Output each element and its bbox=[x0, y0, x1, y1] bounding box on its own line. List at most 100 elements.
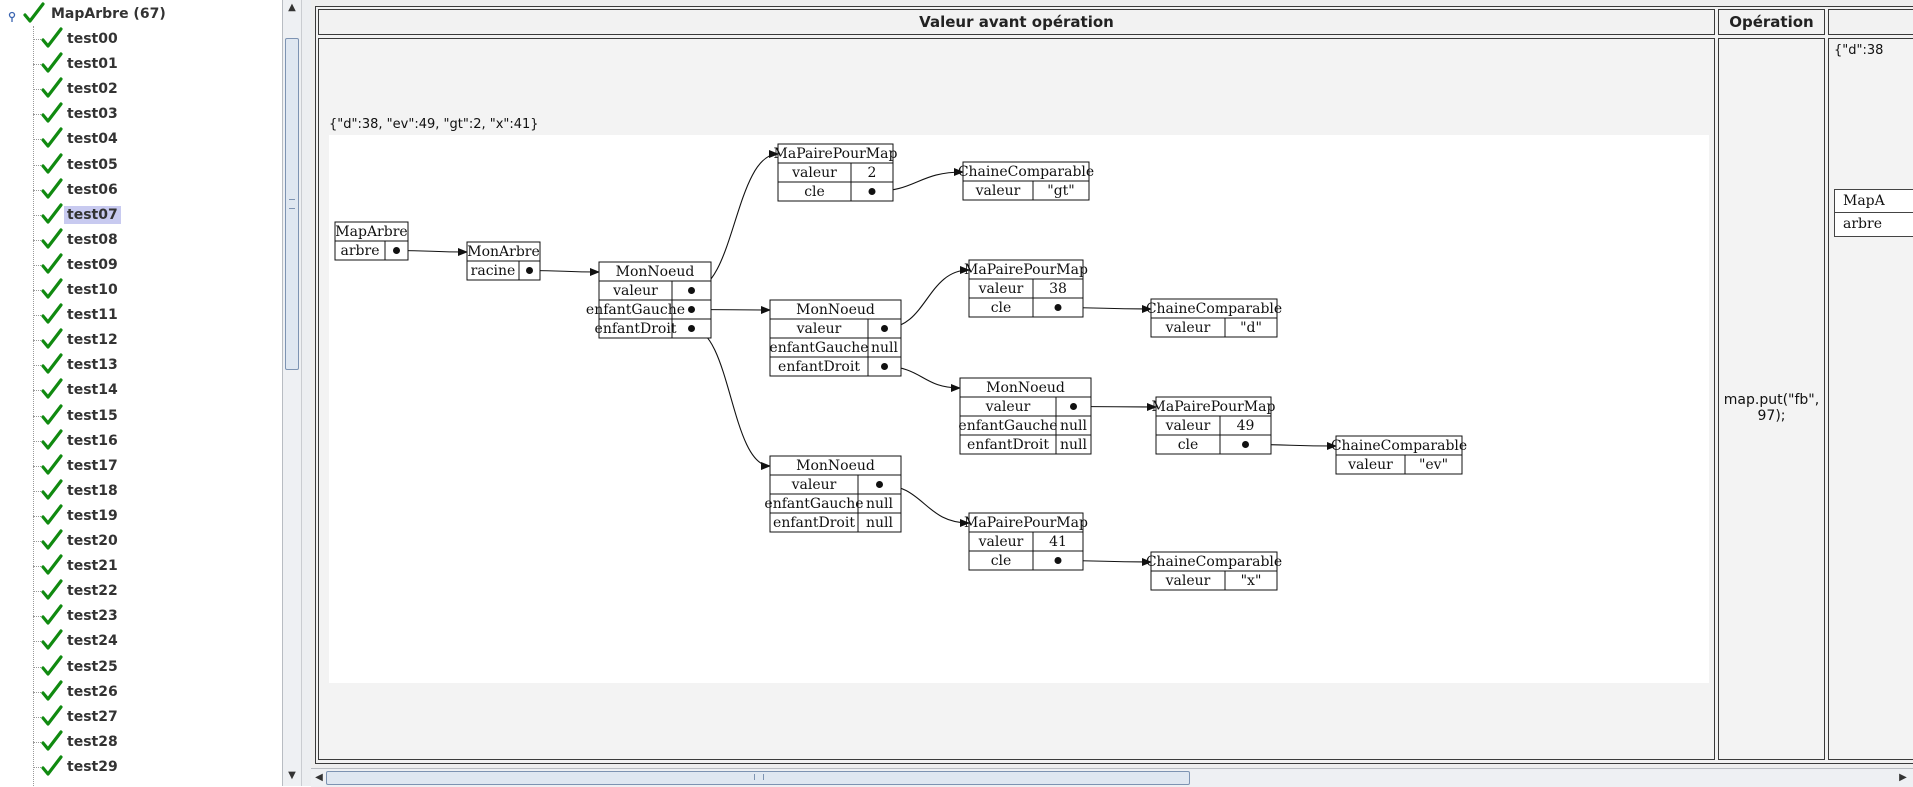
node-title: ChaineComparable bbox=[1331, 438, 1467, 454]
tree-item-label: test14 bbox=[67, 382, 118, 399]
tree-vertical-scrollbar[interactable]: ▲ ▼ bbox=[282, 0, 301, 786]
tree-item-test21[interactable]: test21 bbox=[40, 554, 121, 578]
field-value: "d" bbox=[1240, 320, 1262, 336]
horizontal-scrollbar[interactable]: ◀ ▶ bbox=[311, 768, 1913, 787]
tree-item-test24[interactable]: test24 bbox=[40, 629, 121, 653]
header-after[interactable] bbox=[1828, 9, 1913, 35]
tree-guide-line bbox=[33, 741, 41, 743]
tree-item-label: test21 bbox=[67, 558, 118, 575]
tree-item-test15[interactable]: test15 bbox=[40, 403, 121, 428]
tree-item-test18[interactable]: test18 bbox=[40, 479, 121, 503]
check-icon bbox=[40, 730, 64, 754]
tree-guide-line bbox=[33, 214, 41, 216]
tree-item-label: test25 bbox=[67, 658, 118, 675]
header-operation[interactable]: Opération bbox=[1718, 9, 1825, 35]
tree-item-test25[interactable]: test25 bbox=[40, 654, 121, 679]
check-icon bbox=[40, 604, 64, 628]
tree-scroll-thumb[interactable] bbox=[285, 38, 299, 370]
cell-before[interactable]: {"d":38, "ev":49, "gt":2, "x":41} MapArb… bbox=[318, 38, 1715, 760]
tree-item-test06[interactable]: test06 bbox=[40, 177, 121, 202]
node-box bbox=[968, 512, 1084, 571]
after-json-text: {"d":38 bbox=[1834, 43, 1884, 58]
tree-item-test03[interactable]: test03 bbox=[40, 102, 121, 126]
node-title: ChaineComparable bbox=[1146, 301, 1282, 317]
tree-guide-line bbox=[33, 440, 41, 442]
horizontal-scroll-thumb[interactable] bbox=[326, 771, 1190, 785]
node-box bbox=[968, 259, 1084, 318]
check-icon bbox=[40, 705, 64, 729]
tree-item-test10[interactable]: test10 bbox=[40, 278, 121, 302]
tree-item-label: test27 bbox=[67, 708, 118, 725]
tree-guide-line bbox=[33, 264, 41, 266]
scroll-up-icon[interactable]: ▲ bbox=[288, 2, 296, 13]
check-icon bbox=[40, 177, 64, 202]
check-icon bbox=[40, 428, 64, 453]
tree-item-test14[interactable]: test14 bbox=[40, 378, 121, 402]
tree-item-test16[interactable]: test16 bbox=[40, 428, 121, 453]
pointer-dot-icon bbox=[1242, 441, 1249, 448]
tree-collapse-icon[interactable] bbox=[6, 8, 18, 22]
tree-item-test11[interactable]: test11 bbox=[40, 303, 121, 327]
tree-item-test00[interactable]: test00 bbox=[40, 27, 121, 51]
tree-guide-line bbox=[33, 591, 41, 593]
node-title: ChaineComparable bbox=[1146, 554, 1282, 570]
tree-item-test23[interactable]: test23 bbox=[40, 604, 121, 628]
tree-item-label: test11 bbox=[67, 307, 118, 324]
tree-item-test02[interactable]: test02 bbox=[40, 77, 121, 101]
tree-item-test09[interactable]: test09 bbox=[40, 253, 121, 277]
tree-item-label: test08 bbox=[67, 231, 118, 248]
header-before[interactable]: Valeur avant opération bbox=[318, 9, 1715, 35]
check-icon bbox=[40, 579, 64, 603]
tree-guide-line bbox=[33, 541, 41, 542]
tree-guide-line bbox=[33, 164, 41, 166]
tree-guide-line bbox=[33, 415, 41, 417]
pointer-dot-icon bbox=[688, 287, 695, 294]
tree-item-test22[interactable]: test22 bbox=[40, 579, 121, 603]
pointer-dot-icon bbox=[526, 267, 533, 274]
tree-guide-line bbox=[33, 566, 41, 568]
tree-item-test01[interactable]: test01 bbox=[40, 52, 121, 76]
tree-item-test08[interactable]: test08 bbox=[40, 228, 121, 252]
field-name: arbre bbox=[341, 243, 380, 259]
scroll-left-icon[interactable]: ◀ bbox=[315, 772, 323, 783]
tree-root-maparbre[interactable]: MapArbre (67) bbox=[0, 2, 169, 26]
tree-guide-line bbox=[33, 691, 41, 693]
tree-item-test27[interactable]: test27 bbox=[40, 705, 121, 729]
cell-after[interactable]: {"d":38 MapA arbre bbox=[1828, 38, 1913, 760]
tree-guide-line bbox=[33, 515, 41, 517]
pointer-dot-icon bbox=[1070, 403, 1077, 410]
check-icon bbox=[40, 629, 64, 653]
tree-item-test17[interactable]: test17 bbox=[40, 454, 121, 478]
scroll-right-icon[interactable]: ▶ bbox=[1899, 772, 1907, 783]
tree-item-test04[interactable]: test04 bbox=[40, 127, 121, 151]
tree-item-test19[interactable]: test19 bbox=[40, 504, 121, 528]
check-icon bbox=[40, 102, 64, 126]
tree-item-test07[interactable]: test07 bbox=[40, 203, 121, 227]
tree-item-label: test19 bbox=[67, 507, 118, 524]
check-icon bbox=[40, 27, 64, 51]
check-icon bbox=[40, 529, 64, 553]
tree-item-test28[interactable]: test28 bbox=[40, 730, 121, 754]
field-name: valeur bbox=[1165, 418, 1211, 434]
cell-operation[interactable]: map.put("fb", 97); bbox=[1718, 38, 1825, 760]
tree-item-test13[interactable]: test13 bbox=[40, 353, 121, 377]
after-maparbre-box: MapA arbre bbox=[1834, 189, 1913, 237]
check-icon bbox=[40, 403, 64, 428]
tree-item-test26[interactable]: test26 bbox=[40, 679, 121, 704]
tree-item-label: test02 bbox=[67, 81, 118, 98]
tree-item-label: test18 bbox=[67, 482, 118, 499]
tree-item-test12[interactable]: test12 bbox=[40, 328, 121, 352]
tree-item-test20[interactable]: test20 bbox=[40, 529, 121, 553]
tree-item-test29[interactable]: test29 bbox=[40, 755, 121, 779]
operation-text: map.put("fb", 97); bbox=[1723, 392, 1820, 424]
tree-guide-line bbox=[33, 716, 41, 718]
tree-item-test05[interactable]: test05 bbox=[40, 152, 121, 177]
scroll-down-icon[interactable]: ▼ bbox=[288, 770, 296, 781]
